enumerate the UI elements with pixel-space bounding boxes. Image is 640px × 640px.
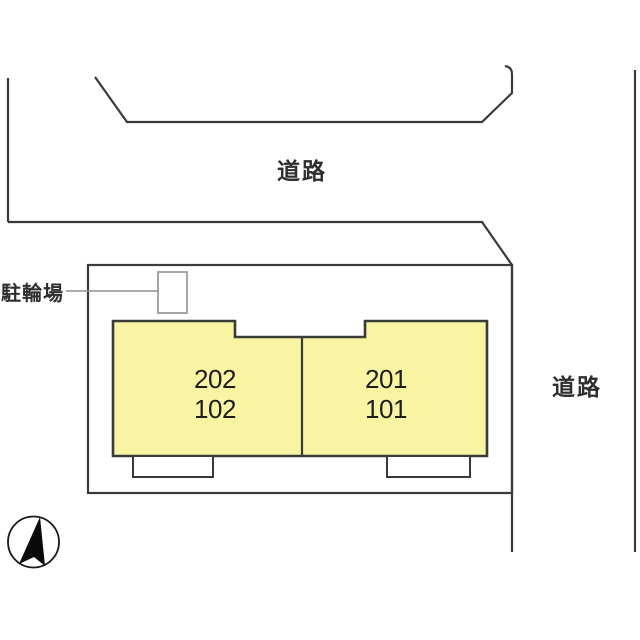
building-footprint: [111, 319, 489, 458]
entrance-porch-left: [132, 455, 214, 478]
parcel-boundary: [86, 263, 514, 495]
road-label-right: 道路: [552, 374, 602, 400]
unit-right-upper-label: 201: [365, 364, 407, 394]
top-road-north-boundary: [94, 64, 514, 124]
compass-needle: [19, 517, 45, 566]
bicycle-parking-label: 駐輪場: [1, 281, 64, 305]
north-compass-icon: [7, 515, 60, 569]
road-label-top: 道路: [277, 158, 327, 184]
unit-left-lower-label: 102: [194, 394, 236, 424]
bicycle-parking-area: [157, 271, 188, 314]
unit-right-lower-label: 101: [365, 394, 407, 424]
entrance-porch-right: [386, 455, 471, 478]
unit-left-upper-label: 202: [194, 364, 236, 394]
